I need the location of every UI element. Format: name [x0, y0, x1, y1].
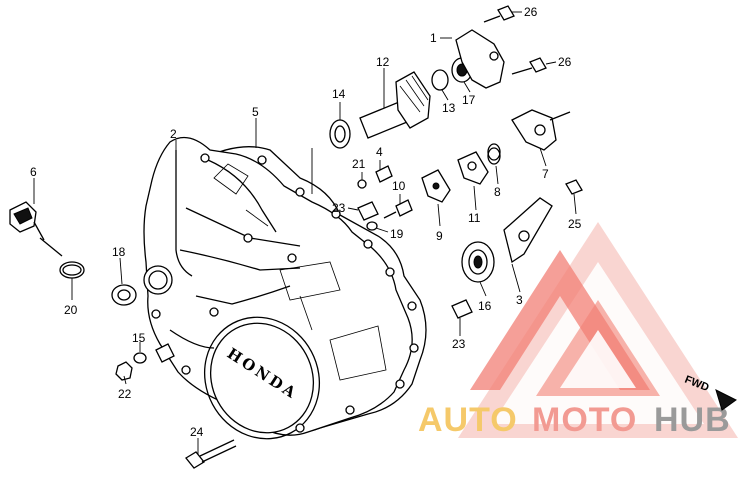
watermark-moto: MOTO: [532, 401, 637, 439]
watermark-logo: [458, 222, 738, 438]
callout-16: 16: [478, 299, 492, 313]
callout-17: 17: [462, 93, 476, 107]
part-ball-bearing: [461, 241, 495, 283]
callout-1: 1: [430, 31, 437, 45]
callout-23-lower: 23: [452, 337, 466, 351]
cover-body: [143, 136, 413, 436]
fwd-arrow-icon: [715, 389, 737, 411]
callout-8: 8: [494, 185, 501, 199]
callout-14: 14: [332, 87, 346, 101]
callout-11: 11: [468, 211, 481, 225]
part-pin: [375, 165, 393, 183]
part-washer: [133, 352, 147, 364]
callout-12: 12: [376, 55, 390, 69]
part-plate: [455, 29, 505, 89]
part-lever-arm: [511, 109, 571, 151]
part-small-bolt: [565, 179, 583, 195]
part-nut-small: [357, 179, 367, 189]
callout-4: 4: [376, 145, 383, 159]
part-dipstick: [9, 201, 63, 257]
part-bolt-right: [511, 57, 547, 75]
callout-26-right: 26: [558, 55, 572, 69]
watermark-hub: HUB: [654, 401, 731, 439]
watermark-wordmark: AUTO MOTO HUB: [418, 401, 731, 439]
callout-19: 19: [390, 227, 404, 241]
part-bolt-middle: [383, 199, 413, 219]
callout-5: 5: [252, 105, 259, 119]
callout-13: 13: [442, 101, 456, 115]
part-spring: [487, 143, 501, 165]
callout-23-upper: 23: [332, 201, 346, 215]
part-sleeve-small: [357, 201, 379, 221]
part-arm: [503, 197, 553, 264]
part-shaft-gear: [359, 71, 431, 139]
part-sleeve: [451, 299, 473, 319]
callout-25: 25: [568, 217, 582, 231]
callout-22: 22: [118, 387, 132, 401]
watermark-auto: AUTO: [418, 401, 518, 439]
part-nut: [115, 361, 133, 381]
callout-26-top: 26: [524, 5, 538, 19]
callout-21: 21: [352, 157, 366, 171]
callout-3: 3: [516, 293, 523, 307]
callout-18: 18: [112, 245, 126, 259]
crankcase-cover: HONDA: [143, 136, 427, 440]
callout-6: 6: [30, 165, 37, 179]
part-ring: [431, 69, 449, 91]
callout-24: 24: [190, 425, 204, 439]
callout-7: 7: [542, 167, 549, 181]
callout-10: 10: [392, 179, 406, 193]
callout-labels: 1 2 3 4 5 6 7 8 9 10 11 12 13 14 15 16 1…: [30, 5, 582, 439]
leader-lines: [33, 11, 577, 454]
callout-20: 20: [64, 303, 78, 317]
part-oil-seal: [111, 284, 137, 306]
part-long-bolt: [185, 439, 237, 469]
cover-bolt-bosses: [151, 153, 419, 433]
part-bearing-ring: [329, 119, 351, 149]
part-bolt-top: [483, 5, 515, 23]
callout-15: 15: [132, 331, 146, 345]
part-washer-small: [366, 221, 378, 231]
callout-2: 2: [170, 127, 177, 141]
callout-9: 9: [436, 229, 443, 243]
